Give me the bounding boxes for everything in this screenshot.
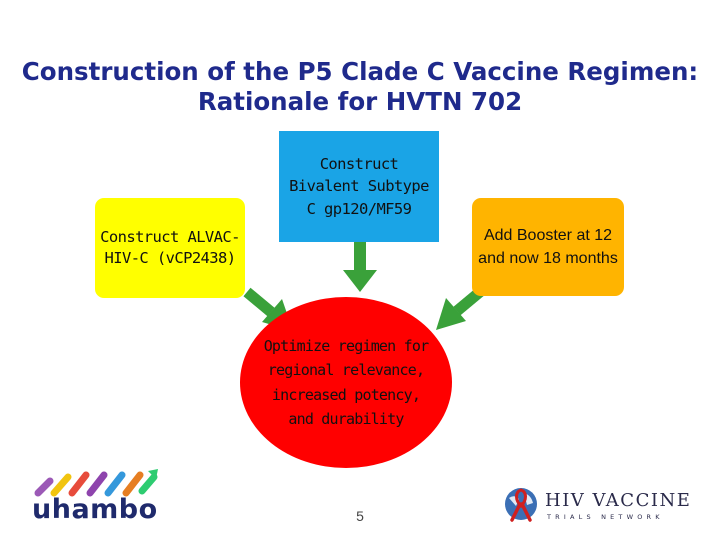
optimize-regimen-label: Optimize regimen for regional relevance,… <box>263 336 429 429</box>
construct-alvac-label: Construct ALVAC-HIV-C (vCP2438) <box>100 228 240 267</box>
hvtn-name: HIV VACCINE <box>545 490 692 511</box>
uhambo-logo: uhambo <box>30 465 165 527</box>
red-ribbon-globe-icon <box>505 488 537 522</box>
page-number: 5 <box>356 508 364 524</box>
arrow-center-down <box>343 242 377 292</box>
uhambo-wordmark: uhambo <box>32 494 158 525</box>
construct-alvac-box: Construct ALVAC-HIV-C (vCP2438) <box>95 198 245 298</box>
optimize-regimen-ellipse: Optimize regimen for regional relevance,… <box>240 297 452 468</box>
booster-box: Add Booster at 12 and now 18 months <box>472 198 624 296</box>
hvtn-logo: HIV VACCINE TRIALS NETWORK <box>500 484 690 526</box>
booster-label: Add Booster at 12 and now 18 months <box>478 227 618 267</box>
uhambo-logo-mark <box>34 469 158 497</box>
hvtn-subtitle: TRIALS NETWORK <box>547 513 664 521</box>
construct-gp120-box: Construct Bivalent Subtype C gp120/MF59 <box>279 131 439 242</box>
construct-gp120-label: Construct Bivalent Subtype C gp120/MF59 <box>289 154 429 218</box>
arrow-right-diagonal <box>436 286 485 330</box>
slide-title: Construction of the P5 Clade C Vaccine R… <box>21 57 699 116</box>
